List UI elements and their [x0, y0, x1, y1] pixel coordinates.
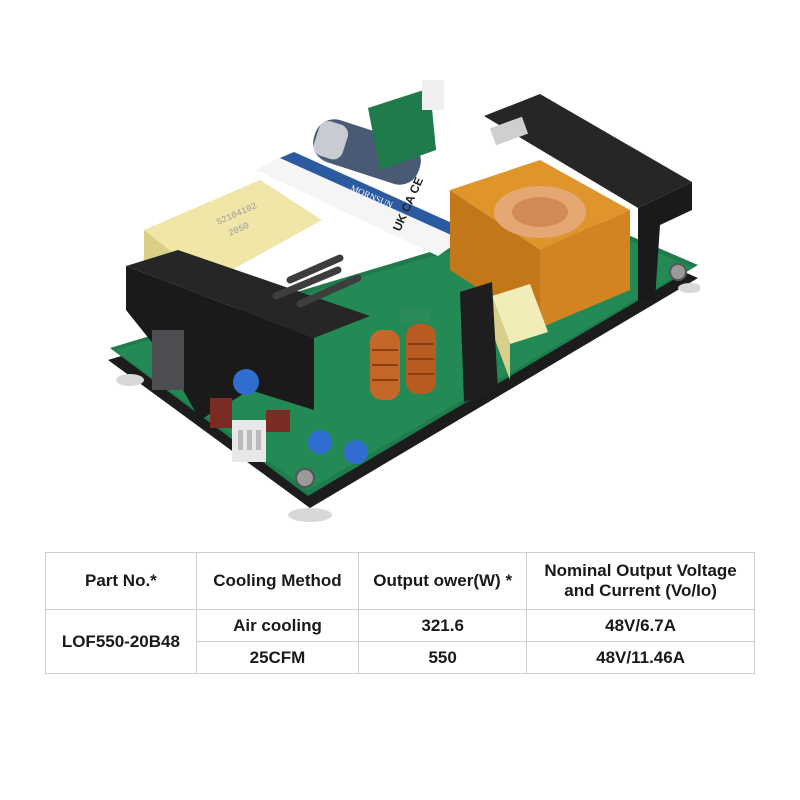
- header-output-power: Output ower(W) *: [358, 552, 528, 610]
- blue-capacitor: [233, 369, 259, 395]
- product-label: [256, 152, 472, 256]
- cell-nominal: 48V/6.7A: [526, 609, 755, 642]
- spec-table: Part No.* Cooling Method Output ower(W) …: [45, 552, 755, 674]
- cell-part-no: LOF550-20B48: [45, 609, 197, 674]
- black-heatsink-left: [126, 250, 370, 338]
- cell-power: 321.6: [358, 609, 528, 642]
- header-nominal-output: Nominal Output Voltage and Current (Vo/I…: [526, 552, 755, 610]
- header-part-no: Part No.*: [45, 552, 197, 610]
- product-photo: S2104102 2050 MORNSUN UK CA CE: [108, 80, 700, 522]
- cell-power: 550: [358, 641, 528, 674]
- header-cooling-method: Cooling Method: [195, 552, 360, 610]
- black-heatsink-right: [484, 94, 692, 208]
- header-nominal-line2: and Current (Vo/Io): [564, 581, 717, 600]
- table-row: 25CFM 550 48V/11.46A: [46, 641, 755, 674]
- header-nominal-line1: Nominal Output Voltage: [544, 561, 737, 580]
- cell-cooling: Air cooling: [195, 609, 360, 642]
- cell-nominal: 48V/11.46A: [526, 641, 755, 674]
- table-header-row: Part No.* Cooling Method Output ower(W) …: [45, 552, 755, 610]
- cell-cooling: 25CFM: [195, 641, 360, 674]
- table-row: LOF550-20B48 Air cooling 321.6 48V/6.7A: [45, 609, 755, 674]
- daughter-board: [368, 88, 436, 170]
